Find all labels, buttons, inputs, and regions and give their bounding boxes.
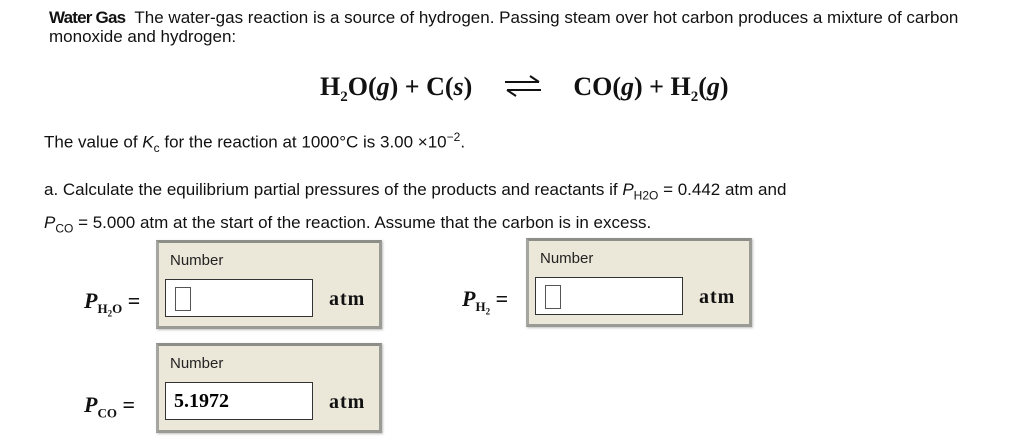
p-co-input[interactable] [165,382,313,420]
text-cursor-icon [175,287,191,311]
unit-label: atm [329,288,366,310]
p-co-answer-box: Number atm [156,343,382,433]
unit-label: atm [329,391,366,413]
problem-text: The water-gas reaction is a source of hy… [49,8,959,46]
number-caption: Number [170,355,224,372]
p-h2-label: PH2 = [462,286,509,317]
p-co-label: PCO = [84,392,135,421]
number-caption: Number [540,250,594,267]
p-h2-answer-box: Number atm [526,238,752,327]
problem-title: Water Gas [49,8,126,27]
number-caption: Number [170,252,224,269]
p-h2o-label: PH2O = [84,288,141,319]
unit-label: atm [699,286,736,308]
text-cursor-icon [545,285,561,309]
part-a-question: a. Calculate the equilibrium partial pre… [44,180,787,236]
kc-statement: The value of Kc for the reaction at 1000… [44,130,466,156]
reaction-equation: H2O(g) + C(s) CO(g) + H2(g) [320,72,729,106]
p-h2o-answer-box: Number atm [156,240,382,329]
equilibrium-arrow-icon [503,74,543,104]
problem-intro: Water Gas The water-gas reaction is a so… [49,8,1009,46]
